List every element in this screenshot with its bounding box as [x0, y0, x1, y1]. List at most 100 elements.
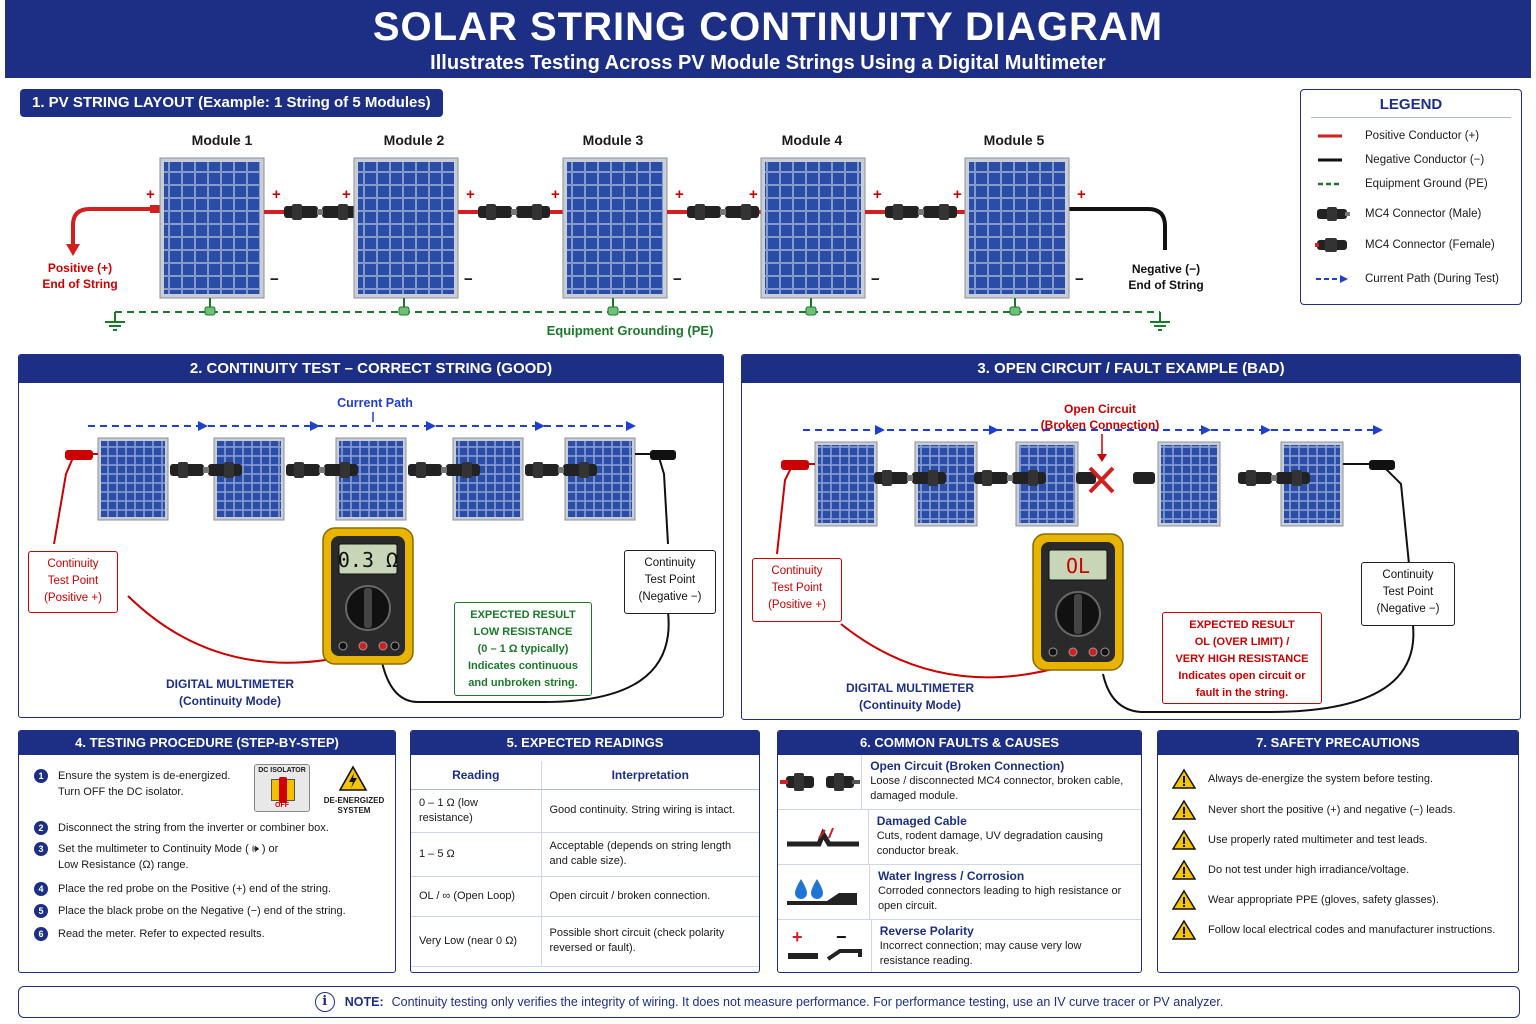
pv-module: [564, 437, 636, 521]
safety-text: Do not test under high irradiance/voltag…: [1208, 864, 1410, 876]
mc4-connector: [284, 204, 356, 220]
probe-jack: [378, 641, 388, 651]
page-header: SOLAR STRING CONTINUITY DIAGRAM Illustra…: [5, 0, 1531, 78]
grounding-label: Equipment Grounding (PE): [546, 323, 714, 338]
warning-icon: [1172, 889, 1196, 910]
multimeter-label: DIGITAL MULTIMETER(Continuity Mode): [166, 677, 294, 708]
warning-icon: [1172, 768, 1196, 789]
page-subtitle: Illustrates Testing Across PV Module Str…: [430, 52, 1106, 74]
module-label: Module 1: [191, 132, 253, 148]
meter-display: 0.3 Ω: [338, 548, 398, 572]
mc4-connector: [525, 462, 597, 478]
pv-module: [814, 441, 878, 527]
current-arrow: [875, 425, 885, 435]
section6-panel: 6. COMMON FAULTS & CAUSES Open Circuit (…: [777, 730, 1142, 973]
plus-sign: +: [146, 186, 155, 203]
mc4-male-icon: [1317, 207, 1350, 221]
probe-jack: [1088, 647, 1098, 657]
legend-item: Negative Conductor (−): [1318, 154, 1485, 166]
section4-title: 4. TESTING PROCEDURE (STEP-BY-STEP): [19, 731, 395, 755]
plus-sign: +: [873, 186, 882, 203]
pv-module: [562, 157, 668, 299]
module-label: Module 2: [383, 132, 445, 148]
mc4-connector: [408, 462, 480, 478]
table-row: OL / ∞ (Open Loop)Open circuit / broken …: [411, 876, 759, 917]
plus-sign: +: [466, 186, 475, 203]
reverse-polarity-icon: +−: [788, 929, 863, 961]
red-probe: [781, 460, 809, 470]
pv-module: [760, 157, 866, 299]
module-label: Module 3: [582, 132, 644, 148]
disconnected-connector: [1133, 472, 1155, 484]
red-probe-lead: [776, 463, 815, 555]
positive-end-cable: [71, 207, 160, 248]
warning-icon: [1172, 919, 1196, 940]
minus-sign: −: [673, 271, 682, 288]
pv-string-layout: ++−++−++−++−++−: [66, 157, 1170, 331]
safety-item: Always de-energize the system before tes…: [1172, 768, 1502, 790]
mc4-connector: [885, 204, 957, 220]
svg-text:+: +: [792, 929, 803, 947]
procedure-step: 1 Ensure the system is de-energized.Turn…: [34, 768, 230, 800]
section4-panel: 4. TESTING PROCEDURE (STEP-BY-STEP): [18, 730, 396, 973]
red-probe-lead: [127, 595, 349, 664]
safety-item: Do not test under high irradiance/voltag…: [1172, 859, 1502, 881]
black-probe-lead: [635, 453, 669, 545]
current-arrow: [198, 421, 208, 431]
current-arrow: [1261, 425, 1271, 435]
fault-row: Open Circuit (Broken Connection)Loose / …: [778, 755, 1141, 810]
warning-icon: [1172, 799, 1196, 820]
ground-symbol-right: [1150, 312, 1170, 331]
info-icon: i: [314, 992, 335, 1012]
open-circuit-x: [1088, 466, 1115, 494]
current-arrow: [626, 421, 636, 431]
plus-sign: +: [1077, 186, 1086, 203]
red-probe-lead: [840, 623, 1072, 679]
plus-sign: +: [551, 186, 560, 203]
svg-text:−: −: [836, 929, 847, 947]
module-label: Module 5: [983, 132, 1045, 148]
legend: LEGEND Positive Conductor (+) Negative C…: [1300, 89, 1522, 305]
black-probe: [650, 450, 676, 460]
mc4-connector: [974, 470, 1046, 486]
warning-icon: [338, 765, 368, 791]
ground-lug: [805, 298, 817, 316]
fault-string-diagram: OL: [776, 425, 1415, 714]
safety-item: Use properly rated multimeter and test l…: [1172, 829, 1502, 851]
probe-jack: [1048, 647, 1058, 657]
plus-sign: +: [749, 186, 758, 203]
speaker-icon: 🕪: [251, 843, 259, 855]
ground-lug: [607, 298, 619, 316]
positive-end-arrow: [66, 244, 80, 256]
multimeter: 0.3 Ω: [322, 527, 414, 665]
mc4-connector: [286, 462, 358, 478]
legend-item: MC4 Connector (Male): [1313, 206, 1481, 222]
current-path-label: Current Path: [337, 396, 413, 410]
minus-sign: −: [871, 271, 880, 288]
legend-title: LEGEND: [1311, 90, 1511, 118]
note-label: NOTE:: [344, 995, 384, 1009]
legend-item: Positive Conductor (+): [1318, 130, 1480, 142]
section7-panel: 7. SAFETY PRECAUTIONS: [1157, 730, 1519, 973]
safety-text: Follow local electrical codes and manufa…: [1208, 924, 1496, 936]
table-row: Very Low (near 0 Ω)Possible short circui…: [411, 916, 759, 967]
pv-module: [353, 157, 459, 299]
probe-jack: [1068, 647, 1078, 657]
module-label: Module 4: [781, 132, 843, 148]
current-arrow: [1201, 425, 1211, 435]
mc4-connector: [478, 204, 550, 220]
note-bar: i NOTE: Continuity testing only verifies…: [18, 986, 1520, 1018]
plus-sign: +: [342, 186, 351, 203]
ground-lug: [204, 298, 216, 316]
safety-item: Wear appropriate PPE (gloves, safety gla…: [1172, 889, 1502, 911]
minus-sign: −: [464, 271, 473, 288]
